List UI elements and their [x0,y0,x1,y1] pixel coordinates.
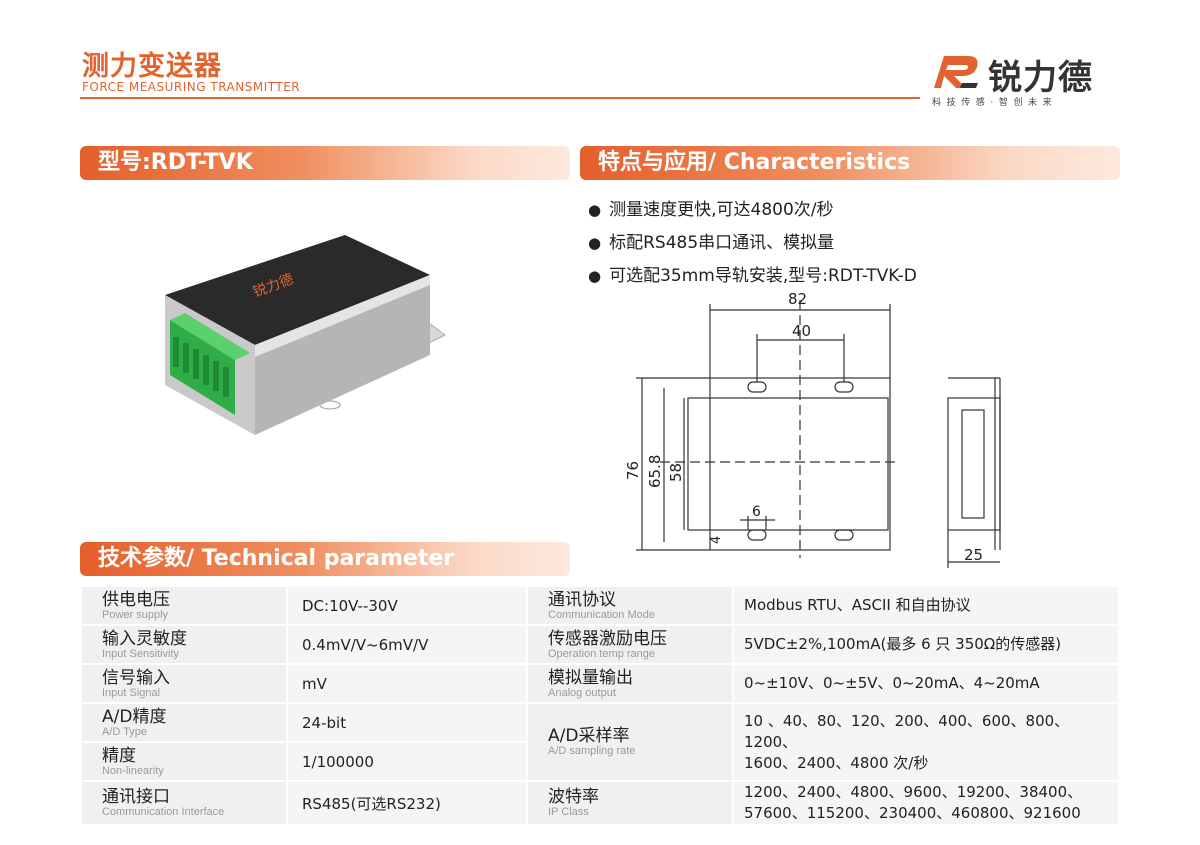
param-name-en: Operation temp range [548,647,656,660]
brand-slogan: 科技传感·智创未来 [932,98,1058,108]
product-image: 锐力德 [165,235,446,435]
param-name-en: A/D sampling rate [548,745,636,757]
feature-item: 标配RS485串口通讯、模拟量 [588,230,917,263]
brand-mark-icon [934,56,978,88]
param-name: A/D采样率 [548,726,630,746]
param-name-en: A/D Type [102,725,148,738]
param-value: DC:10V--30V [288,587,526,624]
page-title: 测力变送器 [82,51,222,82]
technical-section-header: 技术参数/ Technical parameter [80,542,570,576]
param-value: Modbus RTU、ASCII 和自由协议 [734,587,1118,624]
dim-edge: 4 [709,536,724,544]
param-name: A/D精度 [102,706,167,727]
param-value: 0.4mV/V~6mV/V [288,626,526,663]
header-divider [80,97,920,99]
dimension-drawing: 82 40 76 65.8 58 6 4 25 [624,290,1001,568]
param-value: 24-bit [288,704,526,741]
param-value: RS485(可选RS232) [288,782,526,824]
param-name-en: Non-linearity [102,764,164,777]
param-value: 5VDC±2%,100mA(最多 6 只 350Ω的传感器) [734,626,1118,663]
dim-hole-spacing: 40 [792,322,811,340]
model-section-header: 型号:RDT-TVK [80,146,570,180]
param-name: 模拟量输出 [548,667,633,688]
param-name: 波特率 [548,787,599,807]
dim-height-outer: 76 [624,461,642,480]
brand-logo: 锐力德 科技传感·智创未来 [930,48,1130,108]
param-name: 信号输入 [102,667,170,688]
feature-list: 测量速度更快,可达4800次/秒 标配RS485串口通讯、模拟量 可选配35mm… [588,197,917,296]
param-name-en: Analog output [548,686,616,699]
param-name: 精度 [102,745,136,766]
param-name: 传感器激励电压 [548,628,667,649]
param-value: 1/100000 [288,743,526,780]
param-name-en: IP Class [548,806,589,818]
param-value: 10 、40、80、120、200、400、600、800、1200、 [744,711,1070,751]
dim-depth: 25 [964,546,983,564]
dim-width-outer: 82 [788,290,807,308]
param-value-cont: 57600、115200、230400、460800、921600 [744,804,1081,822]
param-name: 输入灵敏度 [102,628,187,649]
dim-height-mid: 65.8 [646,455,664,488]
param-name-en: Communication Mode [548,608,655,621]
characteristics-section-header: 特点与应用/ Characteristics [580,146,1120,180]
param-name-en: Power supply [102,608,169,621]
dim-slot: 6 [752,504,761,520]
dim-height-inner: 58 [667,463,685,482]
param-name: 通讯接口 [102,787,170,807]
param-value-cont: 1600、2400、4800 次/秒 [744,753,929,772]
param-name-en: Input Signal [102,686,161,699]
param-value: 1200、2400、4800、9600、19200、38400、 [744,783,1083,801]
param-name-en: Input Sensitivity [102,647,180,660]
brand-name: 锐力德 [988,58,1093,98]
feature-item: 测量速度更快,可达4800次/秒 [588,197,917,230]
param-value: 0~±10V、0~±5V、0~20mA、4~20mA [734,665,1118,702]
page-subtitle: FORCE MEASURING TRANSMITTER [82,80,301,94]
param-value: mV [288,665,526,702]
param-name-en: Communication Interface [102,806,225,818]
feature-item: 可选配35mm导轨安装,型号:RDT-TVK-D [588,263,917,296]
param-name: 供电电压 [102,589,170,610]
param-name: 通讯协议 [548,589,616,610]
